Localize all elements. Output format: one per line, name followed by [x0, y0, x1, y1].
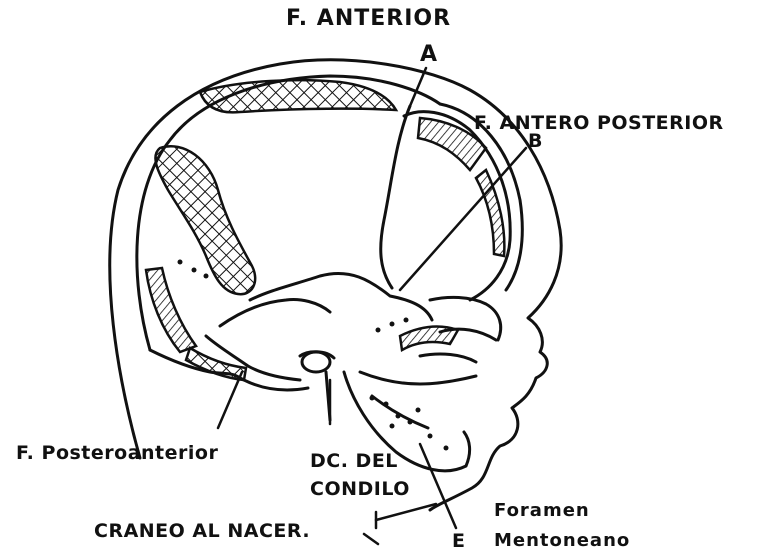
label-e: E — [452, 532, 465, 551]
label-f-anterior: F. ANTERIOR — [286, 8, 451, 30]
pointer-e — [420, 444, 456, 528]
stipple-dots — [178, 260, 449, 451]
label-f-antero-posterior: F. ANTERO POSTERIOR — [474, 114, 724, 133]
pointer-caption — [364, 534, 378, 544]
pointer-posteroanterior — [218, 372, 242, 428]
pointer-b — [400, 148, 526, 290]
anterior-fontanelle-patch — [200, 80, 396, 112]
label-dc-del: DC. DEL — [310, 452, 398, 471]
caption: CRANEO AL NACER. — [94, 522, 310, 541]
label-foramen: Foramen — [494, 502, 590, 520]
label-b: B — [528, 132, 543, 151]
pointer-foramen — [376, 504, 436, 520]
pointer-a — [410, 68, 426, 106]
coronal-suture — [381, 106, 410, 288]
label-a: A — [420, 44, 438, 66]
label-mentoneano: Mentoneano — [494, 532, 630, 550]
ear-canal — [302, 352, 330, 372]
occipital-hatch — [146, 268, 196, 352]
posterior-fontanelle-patch — [155, 146, 255, 294]
label-f-posteroanterior: F. Posteroanterior — [16, 444, 218, 463]
label-condilo: CONDILO — [310, 480, 410, 499]
